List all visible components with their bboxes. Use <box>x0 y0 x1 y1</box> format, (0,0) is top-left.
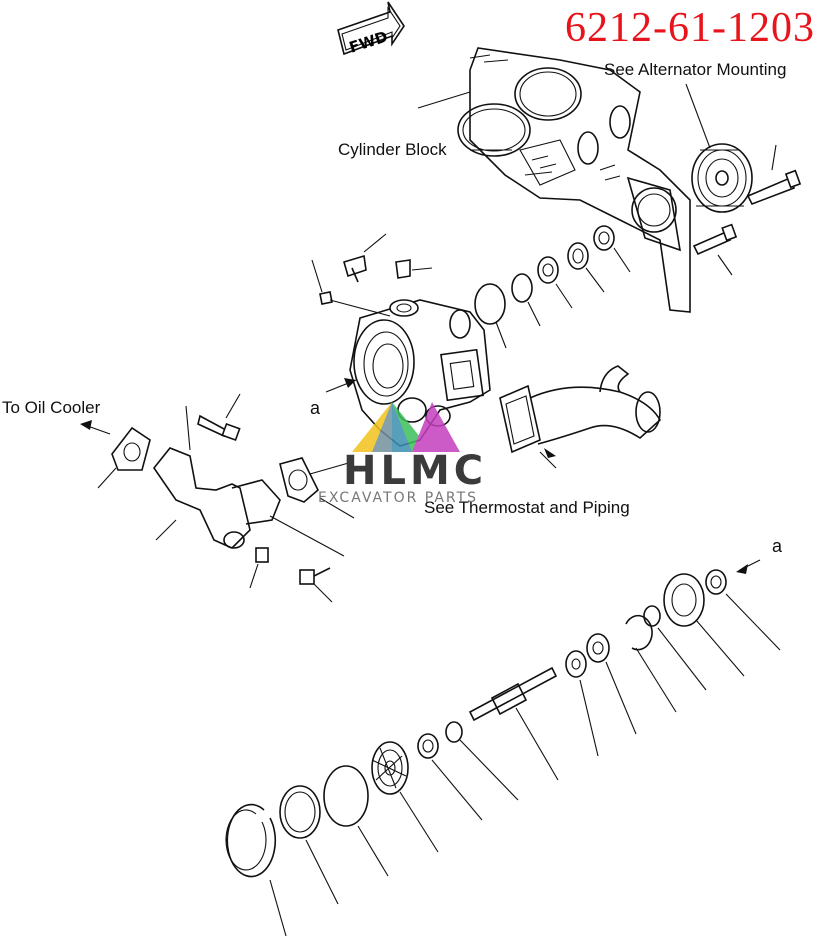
housing-gasket <box>279 457 319 503</box>
shaft-assembly <box>417 569 727 759</box>
label-ref-a-shaft: a <box>772 536 783 556</box>
cylinder-block <box>457 47 691 313</box>
seal-rings <box>225 765 369 878</box>
watermark-title: HLMC <box>343 448 488 494</box>
oil-pipe-bolt <box>197 414 241 442</box>
pulley <box>691 143 753 213</box>
label-ref-a-housing: a <box>310 398 321 418</box>
bearing-stack-upper <box>474 225 615 325</box>
part-number: 6212-61-1203 <box>565 5 815 51</box>
housing-fittings <box>319 254 411 305</box>
label-alternator-mounting: See Alternator Mounting <box>604 60 787 79</box>
label-thermostat-piping: See Thermostat and Piping <box>424 498 630 517</box>
pulley-bolt <box>746 169 802 206</box>
oil-cooler-gasket <box>111 426 151 471</box>
pump-housing <box>349 299 491 447</box>
impeller <box>371 741 409 795</box>
watermark-subtitle: EXCAVATOR PARTS <box>318 490 479 506</box>
label-oil-cooler: To Oil Cooler <box>2 398 101 417</box>
oil-cooler-pipe <box>153 447 281 549</box>
hlmc-logo-icon <box>352 402 460 452</box>
drain-plug <box>255 547 331 585</box>
fwd-arrow-icon: FWD <box>337 1 405 57</box>
thermostat-elbow <box>499 365 662 454</box>
label-cylinder-block: Cylinder Block <box>338 140 447 159</box>
cover-bolt <box>692 223 738 256</box>
